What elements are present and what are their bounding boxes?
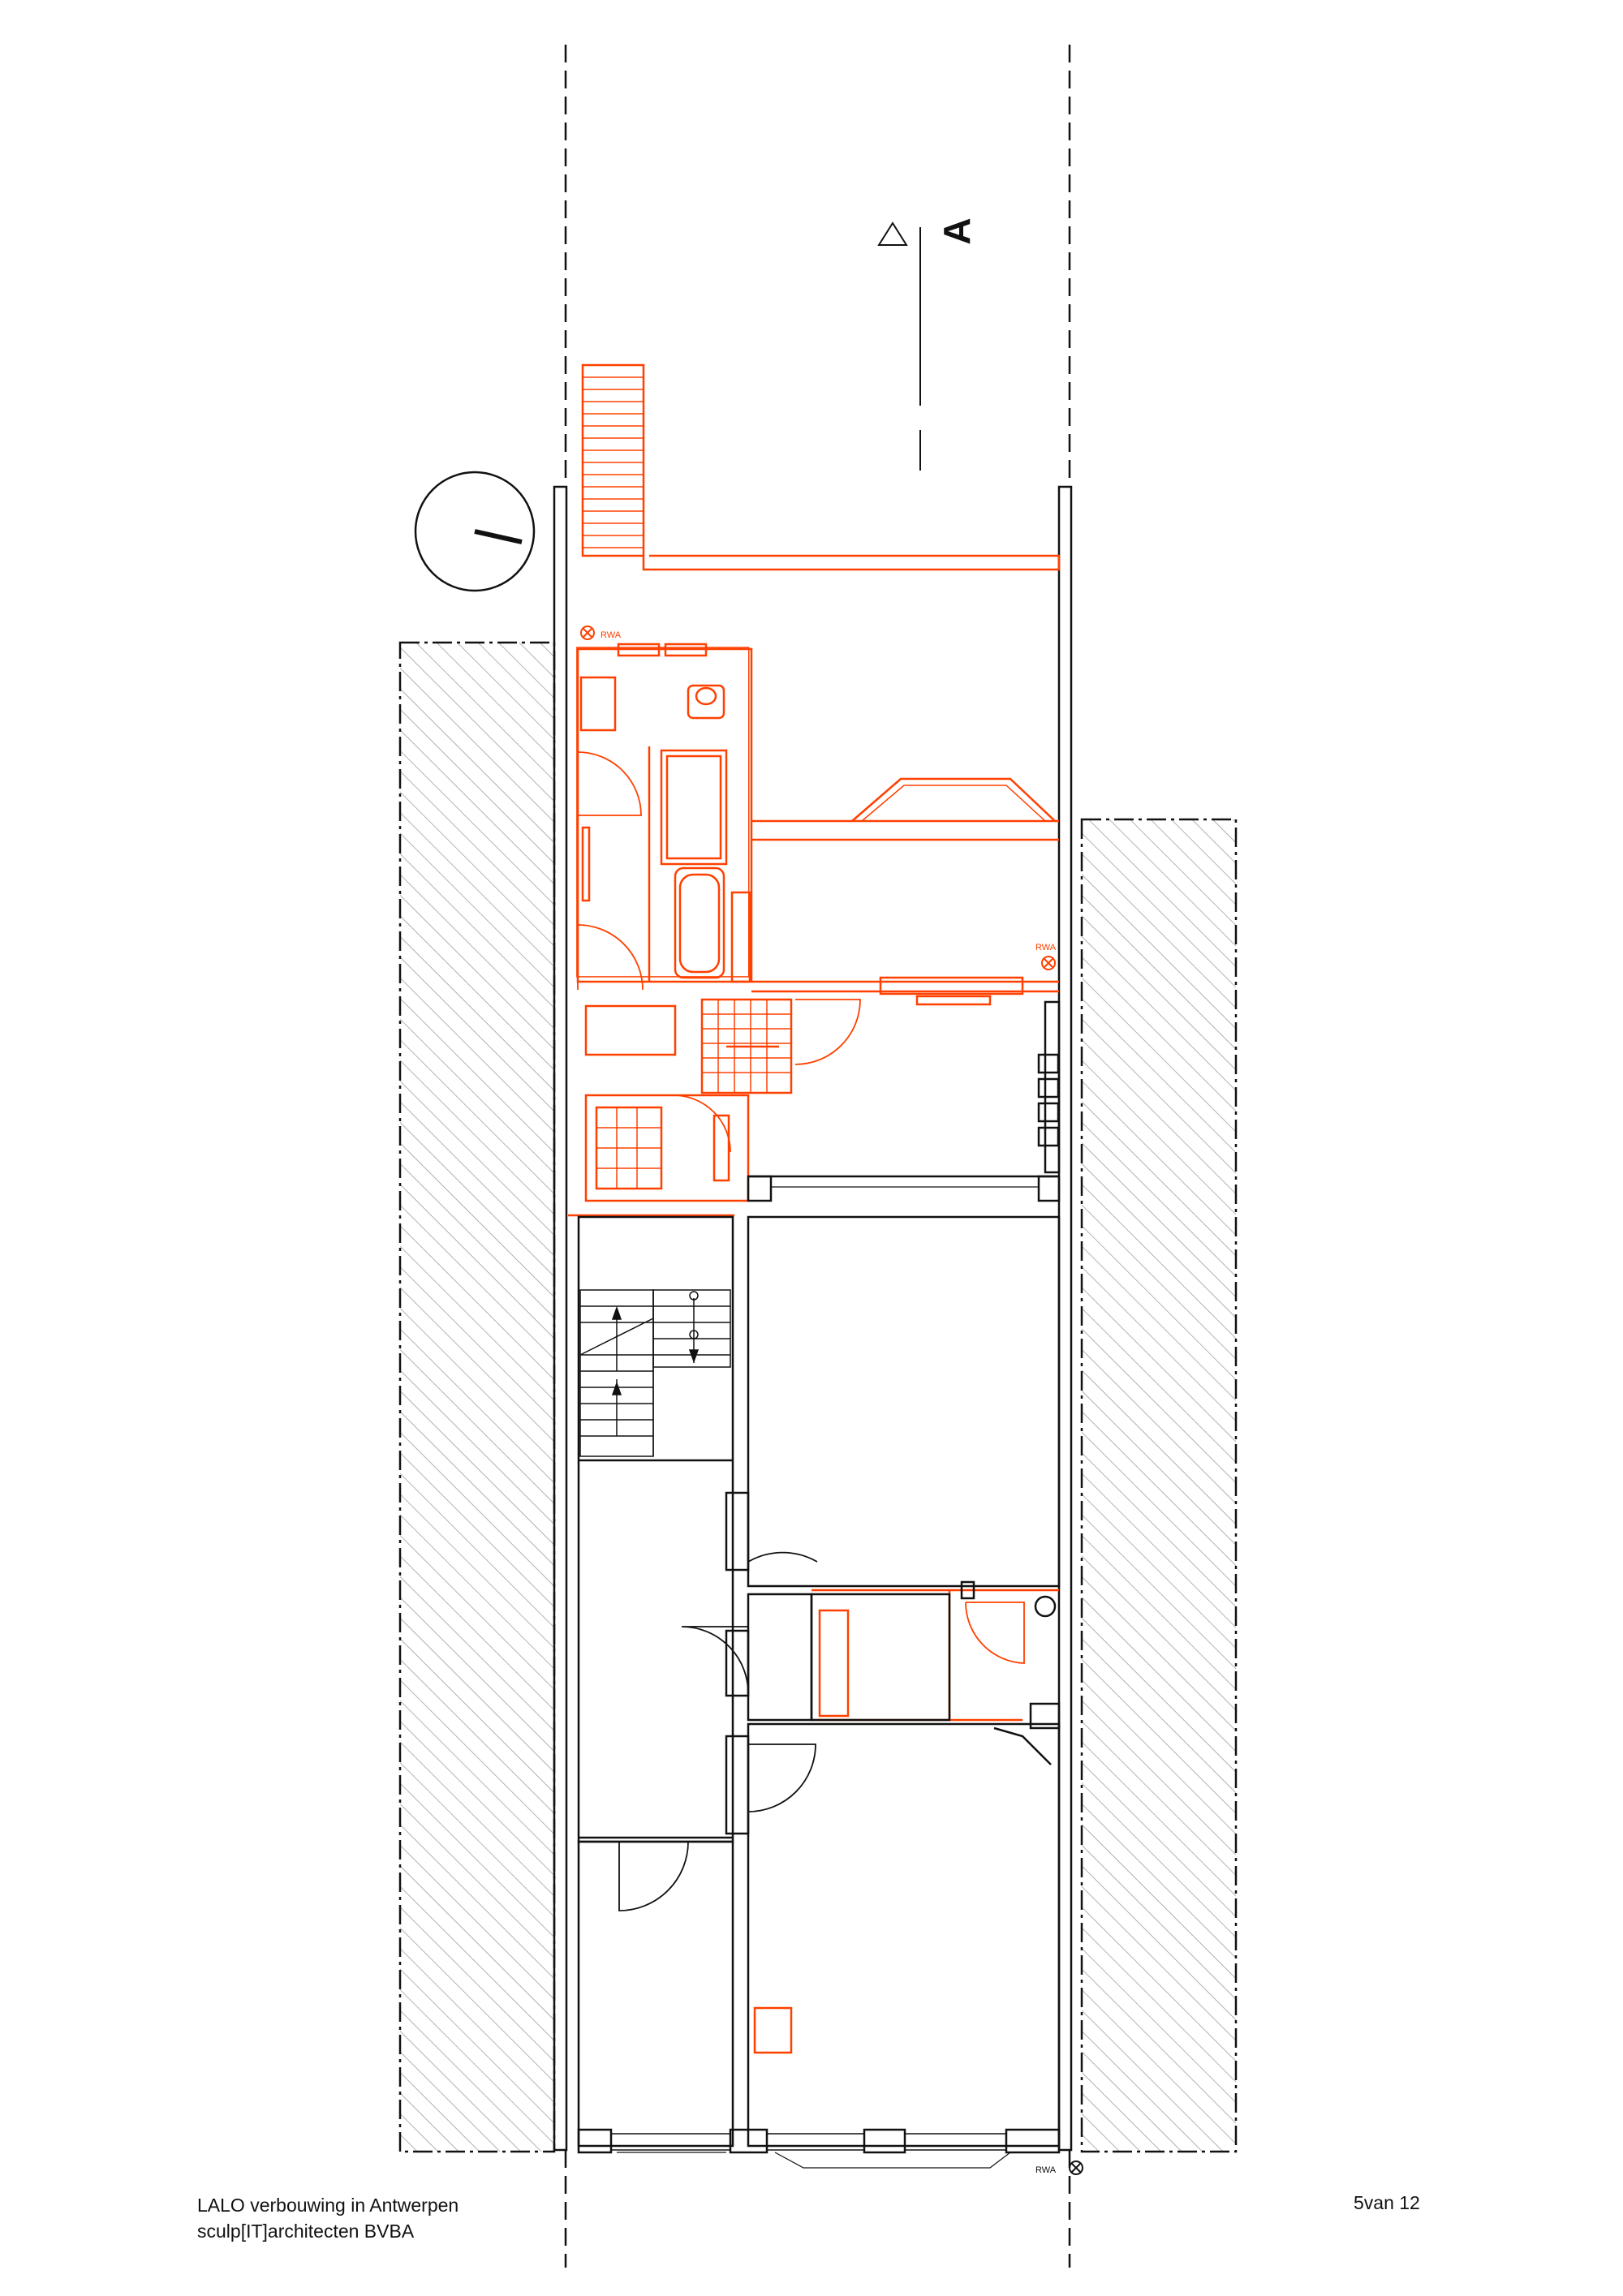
drain-icon-bottom <box>1069 2161 1083 2175</box>
rear-glazing-wall <box>1037 1000 1061 1174</box>
project-title: LALO verbouwing in Antwerpen <box>197 2195 459 2216</box>
page-number: 5van 12 <box>1354 2192 1420 2213</box>
neighbour-building-right <box>1080 818 1238 2153</box>
drain-icon-middle <box>1041 956 1056 970</box>
garden-stair <box>581 363 645 557</box>
drain-icon-top <box>580 626 595 640</box>
rear-extension-roof <box>751 777 1059 1006</box>
party-walls <box>553 485 1073 2152</box>
new-partitions-middle <box>812 1589 1059 1722</box>
plot-boundaries <box>564 45 1071 2268</box>
existing-building <box>577 1000 1061 2169</box>
new-internal-stair <box>584 998 861 1094</box>
drain-label-bottom: RWA <box>1035 2165 1057 2175</box>
neighbour-building-left <box>398 641 556 2153</box>
bathroom-annex <box>576 643 753 991</box>
new-construction <box>568 363 1061 2054</box>
office-name: sculp[IT]architecten BVBA <box>197 2221 415 2242</box>
drain-label-top: RWA <box>601 630 622 640</box>
drain-label-middle: RWA <box>1035 943 1057 952</box>
front-room-unit <box>753 2006 793 2054</box>
main-house <box>577 1175 1061 2169</box>
front-facade <box>577 2128 1061 2169</box>
section-marker-label: A <box>936 217 978 244</box>
title-block: LALO verbouwing in Antwerpen sculp[IT]ar… <box>197 2192 458 2244</box>
main-stair <box>579 1289 731 1457</box>
north-arrow-icon <box>414 471 536 592</box>
terrace-edge <box>642 554 1061 571</box>
section-marker: A <box>877 217 978 471</box>
laundry-room <box>568 1094 750 1217</box>
